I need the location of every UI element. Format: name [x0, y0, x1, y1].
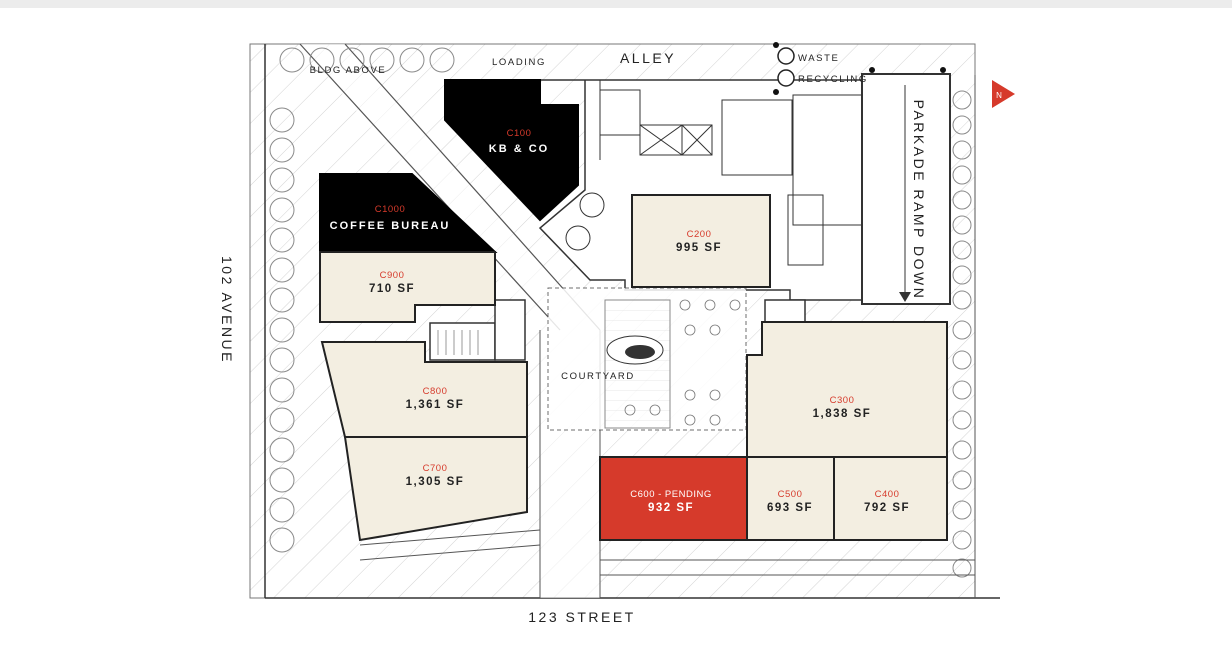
- unit-c100[interactable]: [444, 79, 579, 222]
- unit-c400-area: 792 SF: [864, 502, 910, 514]
- trees-east: [952, 90, 972, 578]
- unit-c600-area: 932 SF: [648, 502, 694, 514]
- unit-c500[interactable]: [746, 456, 835, 541]
- unit-c1000-name: COFFEE BUREAU: [330, 220, 451, 232]
- unit-c1000-id: C1000: [375, 204, 406, 215]
- unit-c900-area: 710 SF: [369, 283, 415, 295]
- unit-c100-id: C100: [507, 128, 532, 139]
- parkade-ramp: [861, 73, 951, 305]
- unit-c200-id: C200: [687, 229, 712, 240]
- unit-c500-id: C500: [778, 489, 803, 500]
- alley-bollards: [773, 42, 946, 95]
- unit-c800-id: C800: [423, 386, 448, 397]
- unit-c100-name: KB & CO: [489, 143, 549, 155]
- unit-c700-area: 1,305 SF: [406, 476, 465, 488]
- avenue-102-label: 102 AVENUE: [219, 256, 235, 364]
- waste-bins: [777, 47, 795, 87]
- unit-c700[interactable]: [343, 436, 528, 542]
- unit-c200-area: 995 SF: [676, 242, 722, 254]
- unit-c600[interactable]: [599, 456, 748, 541]
- unit-c300-area: 1,838 SF: [813, 408, 872, 420]
- unit-c500-area: 693 SF: [767, 502, 813, 514]
- unit-c900-id: C900: [380, 270, 405, 281]
- street-123-label: 123 STREET: [528, 609, 635, 625]
- alley-label: ALLEY: [620, 50, 676, 66]
- trees-west: [269, 47, 455, 553]
- unit-c800-area: 1,361 SF: [406, 399, 465, 411]
- unit-c300[interactable]: [746, 321, 948, 458]
- top-bar: [0, 0, 1232, 8]
- unit-c200[interactable]: [631, 194, 771, 288]
- north-arrow-icon: [992, 80, 1015, 108]
- bldg-above-label: BLDG ABOVE: [310, 65, 387, 76]
- south-sidewalk: [359, 529, 975, 576]
- north-arrow-label: N: [996, 91, 1002, 100]
- unit-c900[interactable]: [319, 251, 496, 323]
- unit-c600-id: C600 - PENDING: [630, 489, 711, 500]
- unit-c400-id: C400: [875, 489, 900, 500]
- unit-c700-id: C700: [423, 463, 448, 474]
- courtyard-label: COURTYARD: [561, 371, 635, 382]
- parkade-label: PARKADE RAMP DOWN: [911, 100, 927, 301]
- courtyard-area: [547, 287, 747, 431]
- recycling-label: RECYCLING: [798, 74, 868, 85]
- unit-c300-id: C300: [830, 395, 855, 406]
- unit-c400[interactable]: [833, 456, 948, 541]
- waste-label: WASTE: [798, 53, 839, 64]
- loading-label: LOADING: [492, 57, 546, 68]
